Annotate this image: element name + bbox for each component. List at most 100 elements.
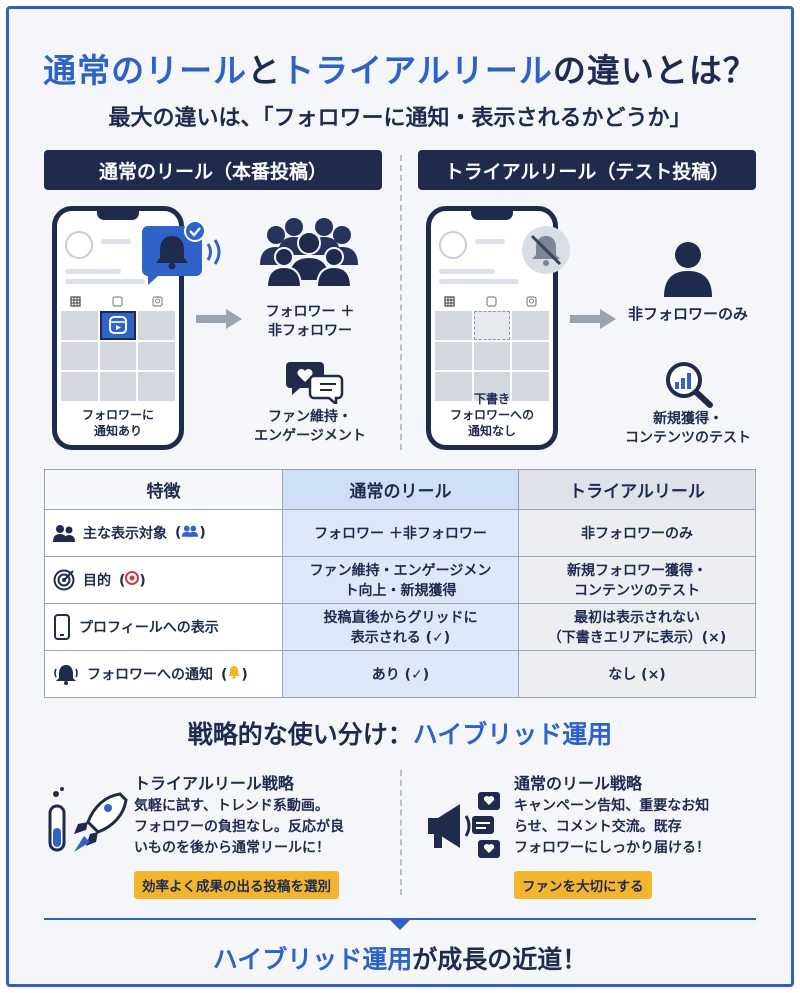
title-trial-reel: トライアルリール: [281, 51, 553, 90]
title-suffix: の違いとは？: [552, 51, 757, 90]
draft-slot: [473, 311, 511, 340]
page-title: 通常のリールとトライアルリールの違いとは？: [0, 44, 800, 92]
strategy-divider: [400, 770, 402, 895]
profile-tabs: [57, 294, 179, 308]
phone-notch: [97, 211, 139, 220]
cell-line: ト向上・新規獲得: [344, 583, 457, 599]
label-line: エンゲージメント: [254, 428, 366, 444]
cell-line: 表示される (✓): [350, 630, 451, 646]
person-icon: [664, 241, 712, 297]
rocket-icon: [74, 792, 128, 852]
body-line: フォロワーにしっかり届ける！: [514, 840, 710, 856]
megaphone-icon: [420, 788, 506, 864]
caption-line: フォロワーに: [81, 408, 154, 422]
users-icon: [53, 525, 75, 542]
post-grid: [435, 311, 549, 401]
badge-text: ファンを大切にする: [514, 871, 652, 899]
table-cell: 投稿直後からグリッドに表示される (✓): [282, 603, 519, 651]
muted-bell-icon: [520, 224, 572, 276]
body-line: らせ、コメント交流。既存: [514, 819, 682, 835]
trial-strategy-badge: 効率よく成果の出る投稿を選別: [134, 871, 339, 899]
profile-line: [475, 239, 505, 244]
check-badge-icon: [184, 220, 206, 242]
target-icon: (): [119, 571, 146, 589]
profile-line: [101, 239, 131, 244]
label-line: ファン維持・: [268, 409, 352, 425]
table-row: プロフィールへの表示 投稿直後からグリッドに表示される (✓) 最初は表示されな…: [44, 603, 756, 651]
arrow-right-icon: [196, 309, 242, 329]
body-line: キャンペーン告知、重要なお知: [514, 798, 710, 814]
feature-label: 目的: [83, 573, 111, 589]
table-cell: フォロワー ＋非フォロワー: [282, 509, 519, 557]
group-icon: [254, 213, 364, 293]
cell-line: 非フォロワーのみ: [581, 526, 693, 542]
table-row: 主な表示対象 () フォロワー ＋非フォロワー 非フォロワーのみ: [44, 509, 756, 557]
cell-line: あり (✓): [371, 667, 430, 683]
cell-line: コンテンツのテスト: [574, 583, 700, 599]
trial-purpose-label: 新規獲得・ コンテンツのテスト: [610, 410, 766, 448]
cell-line: ファン維持・エンゲージメン: [309, 563, 492, 579]
phone-icon: [54, 614, 70, 640]
table-cell: 非フォロワーのみ: [518, 509, 756, 557]
caption-line: フォロワーへの: [449, 408, 534, 422]
normal-reel-header: 通常のリール（本番投稿）: [44, 150, 382, 190]
table-header: 特徴: [44, 469, 283, 510]
test-tube-rocket-icons: [44, 786, 128, 862]
table-cell: なし (×): [518, 650, 756, 698]
feature-label: 主な表示対象: [83, 526, 167, 542]
table-header: 通常のリール: [282, 469, 519, 510]
trial-reel-header: トライアルリール（テスト投稿）: [418, 150, 756, 190]
profile-avatar: [439, 231, 467, 259]
label-line: 非フォロワー: [268, 323, 352, 339]
grid-tabs-icon: [70, 296, 163, 307]
label-line: コンテンツのテスト: [625, 430, 751, 446]
arrow-right-icon: [570, 309, 616, 329]
strategy-title-highlight: ハイブリッド運用: [412, 720, 613, 749]
trial-audience-label: 非フォロワーのみ: [627, 305, 748, 323]
page-subtitle: 最大の違いは、「フォロワーに通知・表示されるかどうか」: [108, 106, 692, 131]
down-arrow-icon: [388, 918, 412, 930]
normal-audience-label: フォロワー ＋ 非フォロワー: [254, 303, 366, 341]
badge-text: 効率よく成果の出る投稿を選別: [134, 871, 339, 899]
feature-label: フォロワーへの通知: [87, 667, 213, 683]
body-line: フォロワーの負担なし。反応が良: [134, 819, 344, 835]
reels-icon: [99, 311, 137, 340]
profile-tabs: [431, 294, 553, 308]
normal-purpose-label: ファン維持・ エンゲージメント: [244, 408, 376, 446]
feature-label: プロフィールへの表示: [79, 620, 219, 636]
normal-strategy-body: キャンペーン告知、重要なお知 らせ、コメント交流。既存 フォロワーにしっかり届け…: [514, 796, 764, 859]
table-cell: 最初は表示されない（下書きエリアに表示）(×): [518, 603, 756, 651]
table-cell: ファン維持・エンゲージメント向上・新規獲得: [282, 556, 519, 604]
cell-line: なし (×): [608, 667, 666, 683]
notification-bell-icon: [54, 665, 78, 685]
heart-bubble-icon: [472, 792, 500, 858]
phone-caption: 下書き フォロワーへの 通知なし: [431, 391, 553, 439]
table-cell: プロフィールへの表示: [44, 603, 283, 651]
notification-bell-icon: (): [221, 666, 248, 683]
body-line: いものを後から通常リールに！: [134, 840, 330, 856]
profile-line: [65, 279, 145, 284]
table-cell: 主な表示対象 (): [44, 509, 283, 557]
grid-tabs-icon: [444, 296, 537, 307]
label-line: 新規獲得・: [653, 411, 723, 427]
trial-strategy-heading: トライアルリール戦略: [134, 774, 294, 793]
conclusion: ハイブリッド運用が成長の近道！: [0, 940, 800, 976]
title-normal-reel: 通常のリール: [43, 51, 248, 90]
caption-line: 下書き: [473, 392, 510, 406]
table-cell: 目的 (): [44, 556, 283, 604]
phone-notch: [471, 211, 513, 220]
table-header: トライアルリール: [518, 469, 756, 510]
caption-line: 通知あり: [93, 424, 142, 438]
label-line: フォロワー ＋: [265, 304, 355, 320]
table-cell: あり (✓): [282, 650, 519, 698]
analytics-magnifier-icon: [664, 360, 714, 408]
cell-line: 最初は表示されない: [574, 610, 700, 626]
phone-caption: フォロワーに 通知あり: [57, 407, 179, 439]
profile-line: [439, 269, 495, 274]
bell-icon: [140, 222, 230, 288]
cell-line: 新規フォロワー獲得・: [567, 563, 707, 579]
profile-line: [439, 279, 519, 284]
post-grid: [61, 311, 175, 401]
profile-avatar: [65, 231, 93, 259]
caption-line: 通知なし: [467, 424, 516, 438]
